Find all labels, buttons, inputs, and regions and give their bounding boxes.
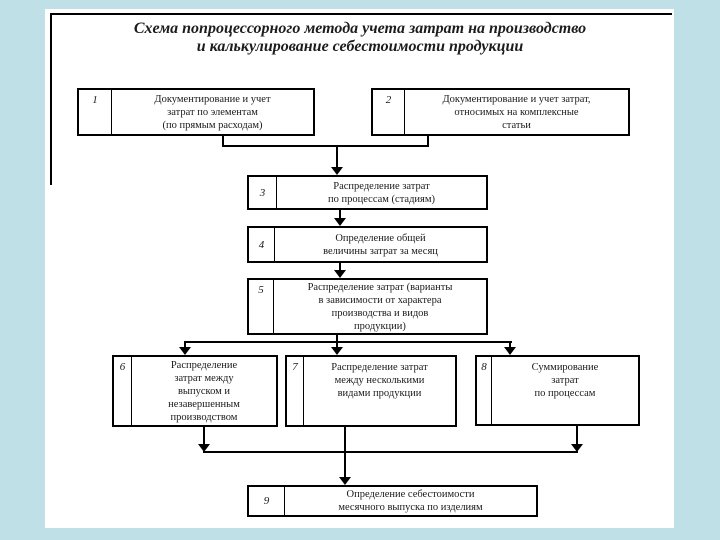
flow-box-2-number: 2 xyxy=(373,90,405,134)
flow-box-1: 1 Документирование и учет затрат по элем… xyxy=(77,88,315,136)
flow-box-9-number: 9 xyxy=(249,487,285,515)
arrowhead-into-box7 xyxy=(331,347,343,355)
flow-box-8: 8 Суммирование затрат по процессам xyxy=(475,355,640,426)
flow-box-3-text: Распределение затрат по процессам (стади… xyxy=(328,180,435,205)
connector-fanout-drop-mid xyxy=(336,342,338,348)
flow-box-1-text: Документирование и учет затрат по элемен… xyxy=(154,93,271,131)
flow-box-7: 7 Распределение затрат между несколькими… xyxy=(285,355,457,427)
connector-fanout-hline xyxy=(184,341,512,343)
arrowhead-into-box6 xyxy=(179,347,191,355)
connector-box5-drop xyxy=(336,335,338,342)
flow-box-9-text: Определение себестоимости месячного выпу… xyxy=(338,489,483,513)
arrowhead-box8-to-merge xyxy=(571,444,583,452)
diagram-title: Схема попроцессорного метода учета затра… xyxy=(133,20,587,55)
flow-box-6-number: 6 xyxy=(114,357,132,425)
connector-box8-drop xyxy=(576,426,578,445)
flow-box-5-text: Распределение затрат (варианты в зависим… xyxy=(307,281,453,332)
flow-box-4-number: 4 xyxy=(249,228,275,261)
arrowhead-box6-to-merge xyxy=(198,444,210,452)
connector-box4-box5 xyxy=(339,263,341,271)
arrowhead-into-box3 xyxy=(331,167,343,175)
flow-box-4: 4 Определение общей величины затрат за м… xyxy=(247,226,488,263)
diagram-frame-top-line xyxy=(50,13,672,15)
flow-box-6-text: Распределение затрат между выпуском и не… xyxy=(168,359,240,423)
flow-box-6: 6 Распределение затрат между выпуском и … xyxy=(112,355,278,427)
arrowhead-into-box9 xyxy=(339,477,351,485)
flow-box-2: 2 Документирование и учет затрат, относи… xyxy=(371,88,630,136)
connector-merge678-hline xyxy=(203,451,578,453)
flow-box-2-text: Документирование и учет затрат, относимы… xyxy=(442,93,591,131)
flow-box-1-number: 1 xyxy=(79,90,112,134)
flow-box-5: 5 Распределение затрат (варианты в завис… xyxy=(247,278,488,335)
connector-fanout-drop-right xyxy=(509,342,511,348)
diagram-frame-left-line xyxy=(50,13,52,185)
connector-to-box3-vline xyxy=(336,145,338,168)
connector-box2-drop xyxy=(427,136,429,146)
connector-box1-drop xyxy=(222,136,224,146)
flow-box-3-number: 3 xyxy=(249,177,277,208)
connector-box3-box4 xyxy=(339,210,341,219)
flow-box-9: 9 Определение себестоимости месячного вы… xyxy=(247,485,538,517)
flow-box-4-text: Определение общей величины затрат за мес… xyxy=(323,232,438,257)
flow-box-8-number: 8 xyxy=(477,357,492,424)
flow-box-3: 3 Распределение затрат по процессам (ста… xyxy=(247,175,488,210)
connector-merge12-hline xyxy=(222,145,429,147)
connector-box6-drop xyxy=(203,427,205,445)
connector-fanout-drop-left xyxy=(184,342,186,348)
arrowhead-into-box4 xyxy=(334,218,346,226)
arrowhead-into-box5 xyxy=(334,270,346,278)
flow-box-8-text: Суммирование затрат по процессам xyxy=(531,362,599,399)
flow-box-7-number: 7 xyxy=(287,357,304,425)
flow-box-7-text: Распределение затрат между несколькими в… xyxy=(331,362,428,399)
connector-box7-to-box9-vline xyxy=(344,427,346,477)
arrowhead-into-box8 xyxy=(504,347,516,355)
flow-box-5-number: 5 xyxy=(249,280,274,333)
